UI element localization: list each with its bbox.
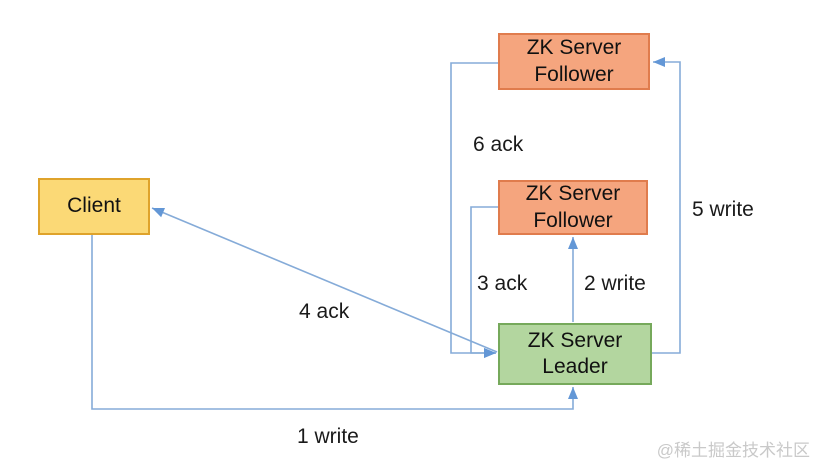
- edge-label-6-ack: 6 ack: [473, 133, 524, 156]
- edge-label-4-ack: 4 ack: [299, 300, 350, 323]
- node-zk-server-leader: ZK Server Leader: [498, 323, 652, 385]
- edge-label-3-ack: 3 ack: [477, 272, 528, 295]
- edge-4-ack-line: [151, 207, 498, 353]
- watermark: @稀土掘金技术社区: [656, 441, 810, 460]
- node-follower-top-label: ZK Server Follower: [526, 36, 622, 86]
- node-client-label: Client: [67, 194, 121, 218]
- edge-label-1-write: 1 write: [297, 425, 359, 448]
- edge-label-5-write: 5 write: [692, 198, 754, 221]
- edge-label-2-write: 2 write: [584, 272, 646, 295]
- node-follower-mid-label: ZK Server Follower: [525, 182, 621, 232]
- node-leader-label: ZK Server Leader: [527, 328, 623, 378]
- node-zk-server-follower-middle: ZK Server Follower: [498, 180, 648, 235]
- edge-6-ack-line: [450, 62, 498, 358]
- edge-5-write-line: [652, 57, 681, 354]
- edge-1-write-line: [91, 235, 578, 410]
- node-zk-server-follower-top: ZK Server Follower: [498, 33, 650, 90]
- node-client: Client: [38, 178, 150, 235]
